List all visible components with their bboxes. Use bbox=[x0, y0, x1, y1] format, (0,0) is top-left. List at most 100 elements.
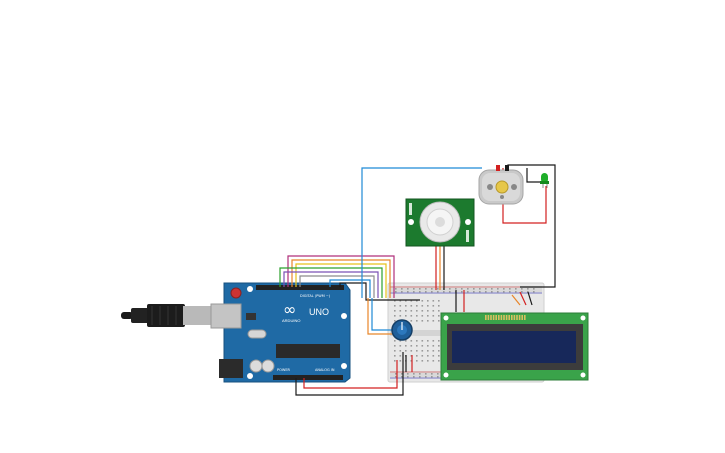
lcd-pin bbox=[521, 315, 523, 320]
breadboard-hole bbox=[419, 291, 421, 293]
breadboard-hole bbox=[527, 288, 529, 290]
breadboard-hole bbox=[394, 320, 396, 322]
breadboard-hole bbox=[438, 355, 440, 357]
breadboard-hole bbox=[395, 376, 397, 378]
wire-blue-motor bbox=[361, 167, 482, 298]
breadboard-hole bbox=[410, 305, 413, 307]
breadboard-hole bbox=[479, 288, 481, 290]
breadboard-hole bbox=[394, 350, 396, 352]
usb-cable[interactable] bbox=[121, 304, 211, 327]
breadboard-hole bbox=[425, 376, 427, 378]
breadboard-hole bbox=[461, 291, 463, 293]
breadboard-hole bbox=[410, 300, 413, 302]
arduino-power-label: POWER bbox=[277, 368, 291, 372]
breadboard-hole bbox=[432, 345, 435, 347]
breadboard-hole bbox=[427, 305, 429, 307]
breadboard-hole bbox=[515, 291, 517, 293]
breadboard-hole bbox=[432, 350, 435, 352]
breadboard-hole bbox=[427, 350, 429, 352]
lcd-pin bbox=[503, 315, 505, 320]
breadboard-hole bbox=[438, 340, 440, 342]
breadboard-hole bbox=[407, 291, 409, 293]
breadboard-hole bbox=[405, 345, 407, 347]
breadboard-hole bbox=[491, 288, 493, 290]
breadboard-hole bbox=[416, 350, 418, 352]
potentiometer[interactable] bbox=[391, 319, 413, 341]
breadboard-hole bbox=[425, 373, 427, 375]
pir-sensor[interactable] bbox=[405, 198, 475, 247]
breadboard-hole bbox=[416, 315, 418, 317]
breadboard-hole bbox=[461, 288, 463, 290]
breadboard-hole bbox=[394, 315, 396, 317]
breadboard-hole bbox=[407, 376, 409, 378]
breadboard-hole bbox=[431, 373, 433, 375]
breadboard-hole bbox=[438, 305, 440, 307]
breadboard-hole bbox=[416, 310, 418, 312]
breadboard-hole bbox=[410, 310, 413, 312]
lcd-display[interactable] bbox=[440, 312, 589, 381]
breadboard-hole bbox=[413, 376, 415, 378]
breadboard-hole bbox=[427, 320, 429, 322]
breadboard-hole bbox=[421, 305, 424, 307]
breadboard-hole bbox=[394, 305, 396, 307]
breadboard-hole bbox=[509, 288, 511, 290]
wire-black-bottom bbox=[295, 352, 404, 396]
breadboard-hole bbox=[394, 340, 396, 342]
wire-bb-5 bbox=[527, 291, 533, 306]
breadboard-hole bbox=[425, 291, 427, 293]
breadboard-hole bbox=[437, 373, 439, 375]
arduino-model-label: UNO bbox=[309, 307, 329, 317]
breadboard-hole bbox=[432, 310, 435, 312]
lcd-screen bbox=[452, 331, 576, 363]
breadboard-hole bbox=[416, 360, 418, 362]
green-led[interactable] bbox=[540, 173, 549, 188]
breadboard-hole bbox=[407, 288, 409, 290]
breadboard-hole bbox=[410, 345, 413, 347]
breadboard-hole bbox=[407, 373, 409, 375]
lcd-pin bbox=[485, 315, 487, 320]
breadboard-hole bbox=[497, 288, 499, 290]
breadboard-hole bbox=[427, 315, 429, 317]
breadboard-hole bbox=[419, 373, 421, 375]
breadboard-hole bbox=[521, 288, 523, 290]
breadboard-hole bbox=[395, 291, 397, 293]
breadboard-hole bbox=[432, 320, 435, 322]
breadboard-hole bbox=[509, 291, 511, 293]
dc-motor[interactable] bbox=[478, 165, 524, 205]
breadboard-hole bbox=[421, 355, 424, 357]
breadboard-hole bbox=[427, 355, 429, 357]
breadboard-hole bbox=[394, 310, 396, 312]
breadboard-hole bbox=[503, 288, 505, 290]
breadboard-hole bbox=[410, 355, 413, 357]
breadboard-hole bbox=[432, 305, 435, 307]
breadboard-hole bbox=[427, 345, 429, 347]
breadboard-hole bbox=[421, 310, 424, 312]
lcd-pin bbox=[516, 315, 518, 320]
lcd-pin bbox=[495, 315, 497, 320]
breadboard-hole bbox=[485, 288, 487, 290]
breadboard-hole bbox=[401, 291, 403, 293]
breadboard-hole bbox=[533, 288, 535, 290]
breadboard-hole bbox=[410, 350, 413, 352]
breadboard-hole bbox=[399, 300, 402, 302]
breadboard-hole bbox=[401, 288, 403, 290]
breadboard-hole bbox=[419, 288, 421, 290]
breadboard-hole bbox=[421, 315, 424, 317]
arduino-uno-board[interactable]: ∞ UNO ARDUINO DIGITAL (PWM ~) POWER ANAL… bbox=[121, 282, 351, 383]
breadboard-hole bbox=[421, 360, 424, 362]
lcd-pin-header bbox=[485, 315, 526, 320]
breadboard-hole bbox=[394, 300, 396, 302]
breadboard-hole bbox=[437, 376, 439, 378]
breadboard-hole bbox=[405, 340, 407, 342]
breadboard-hole bbox=[413, 373, 415, 375]
breadboard-hole bbox=[416, 340, 418, 342]
breadboard-hole bbox=[421, 350, 424, 352]
breadboard-hole bbox=[438, 360, 440, 362]
lcd-pin bbox=[505, 315, 508, 320]
breadboard-hole bbox=[405, 300, 407, 302]
breadboard-hole bbox=[432, 340, 435, 342]
lcd-pin bbox=[508, 315, 510, 320]
breadboard-hole bbox=[427, 360, 429, 362]
arduino-analog-label: ANALOG IN bbox=[315, 368, 335, 372]
